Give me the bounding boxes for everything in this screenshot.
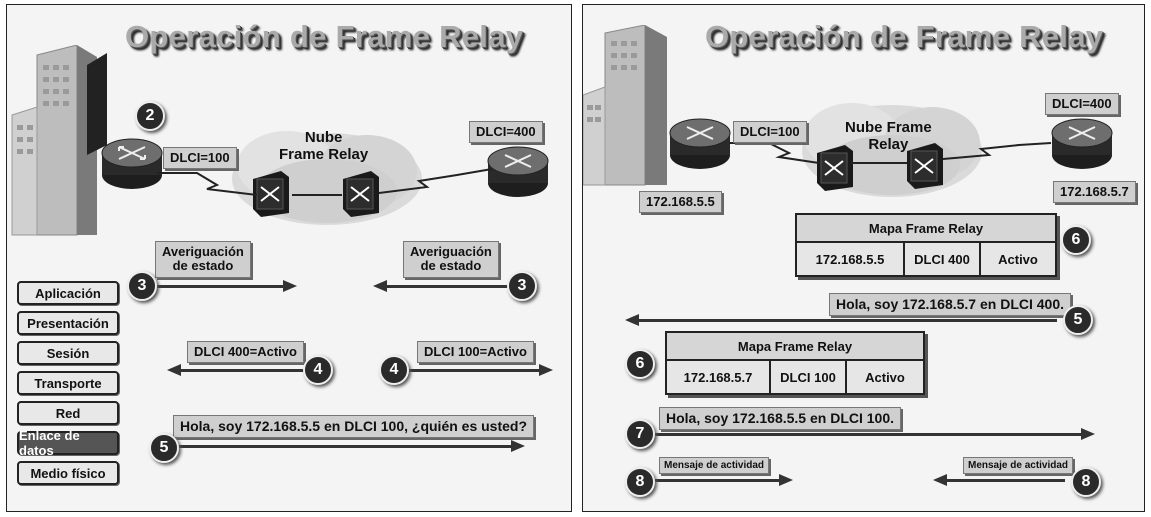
building-icon — [583, 25, 667, 186]
map-ip-cell: 172.168.5.5 — [797, 243, 905, 275]
step-8-left-badge: 8 — [625, 467, 655, 497]
step-4-left-badge: 4 — [303, 355, 333, 385]
dlci-400-label: DLCI=400 — [469, 121, 543, 144]
map-row: 172.168.5.7 DLCI 100 Activo — [667, 361, 923, 393]
step-7-badge: 7 — [625, 419, 655, 449]
right-diagram-panel: Operación de Frame Relay — [582, 4, 1145, 512]
arrow-right — [157, 440, 525, 452]
frame-relay-map-top: Mapa Frame Relay 172.168.5.5 DLCI 400 Ac… — [795, 213, 1057, 277]
status-dlci-100-active: DLCI 100=Activo — [417, 341, 534, 364]
osi-layer: Sesión — [17, 341, 119, 365]
arrow-right — [647, 474, 793, 486]
map-dlci-cell: DLCI 400 — [905, 243, 981, 275]
step-6-mid-badge: 6 — [625, 349, 655, 379]
arrow-left — [167, 364, 309, 376]
step-3-left-badge: 3 — [127, 271, 157, 301]
ip-right-label: 172.168.5.7 — [1053, 181, 1136, 204]
arrow-right — [647, 428, 1095, 440]
arrow-left — [373, 280, 515, 292]
ack-message: Hola, soy 172.168.5.5 en DLCI 100. — [659, 407, 902, 431]
dlci-400-label: DLCI=400 — [1045, 93, 1119, 116]
step-6-top-badge: 6 — [1061, 225, 1091, 255]
map-title: Mapa Frame Relay — [797, 215, 1055, 243]
arrow-left — [625, 314, 1057, 326]
osi-layer: Enlace de datos — [17, 428, 119, 458]
left-diagram-panel: Operación de Frame Relay — [6, 4, 572, 512]
step-5-badge: 5 — [149, 433, 179, 463]
status-inquiry-right: Averiguación de estado — [403, 241, 499, 278]
dlci-100-label: DLCI=100 — [163, 147, 237, 170]
map-title: Mapa Frame Relay — [667, 333, 923, 361]
panel-title: Operación de Frame Relay — [125, 19, 524, 54]
osi-layer: Transporte — [17, 371, 119, 395]
step-3-right-badge: 3 — [507, 271, 537, 301]
step-4-right-badge: 4 — [379, 355, 409, 385]
switch-left-icon — [253, 171, 289, 217]
osi-layer: Presentación — [17, 311, 119, 335]
status-dlci-400-active: DLCI 400=Activo — [187, 341, 304, 364]
map-row: 172.168.5.5 DLCI 400 Activo — [797, 243, 1055, 275]
reply-message: Hola, soy 172.168.5.7 en DLCI 400. — [829, 293, 1072, 317]
arrow-right — [147, 280, 297, 292]
step-5-badge: 5 — [1063, 305, 1093, 335]
ip-left-label: 172.168.5.5 — [639, 191, 722, 214]
switch-left-icon — [817, 145, 853, 191]
keepalive-left: Mensaje de actividad — [659, 457, 770, 474]
cloud-label: Nube Frame Relay — [279, 129, 369, 163]
arrow-right — [407, 364, 553, 376]
building-icon — [11, 45, 107, 236]
hello-message: Hola, soy 172.168.5.5 en DLCI 100, ¿quié… — [173, 415, 535, 439]
switch-right-icon — [907, 143, 943, 189]
status-inquiry-left: Averiguación de estado — [155, 241, 251, 278]
map-ip-cell: 172.168.5.7 — [667, 361, 771, 393]
osi-layer: Aplicación — [17, 281, 119, 305]
step-2-badge: 2 — [135, 101, 165, 131]
panel-title: Operación de Frame Relay — [705, 19, 1104, 54]
frame-relay-cloud-icon — [232, 131, 422, 225]
step-8-right-badge: 8 — [1071, 467, 1101, 497]
map-status-cell: Activo — [865, 369, 905, 385]
arrow-left — [933, 474, 1065, 486]
map-status-cell: Activo — [998, 251, 1038, 267]
router-right-icon — [487, 146, 549, 197]
router-left-icon — [669, 118, 731, 169]
osi-layer: Red — [17, 401, 119, 425]
frame-relay-map-bottom: Mapa Frame Relay 172.168.5.7 DLCI 100 Ac… — [665, 331, 925, 395]
osi-layer: Medio físico — [17, 461, 119, 485]
router-left-icon — [101, 138, 163, 189]
map-dlci-cell: DLCI 100 — [771, 361, 847, 393]
switch-right-icon — [343, 171, 379, 217]
cloud-label: Nube Frame Relay — [845, 119, 932, 153]
network-links — [157, 168, 493, 196]
keepalive-right: Mensaje de actividad — [963, 457, 1074, 474]
router-right-icon — [1051, 118, 1113, 169]
dlci-100-label: DLCI=100 — [733, 121, 807, 144]
